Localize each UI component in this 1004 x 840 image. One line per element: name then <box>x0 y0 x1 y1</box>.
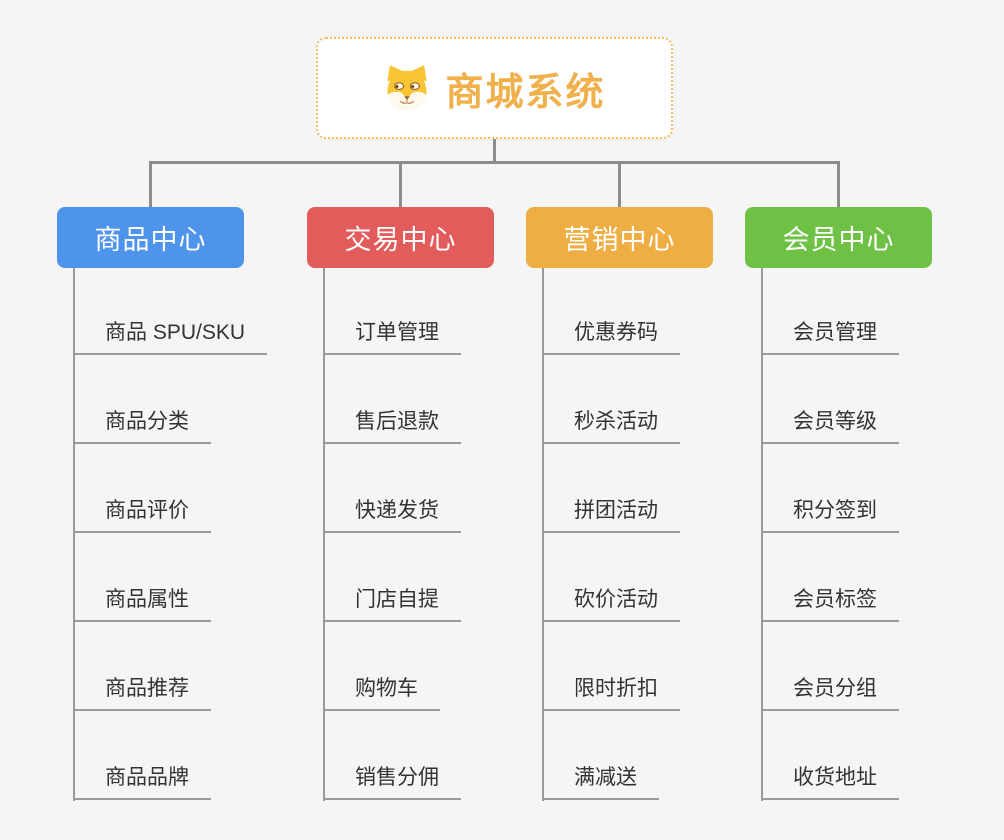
leaf-node-member-tag[interactable]: 会员标签 <box>761 533 899 622</box>
connector-drop-product <box>149 161 152 208</box>
branch-label: 营销中心 <box>563 225 676 255</box>
root-node[interactable]: 商城系统 <box>316 37 673 139</box>
leaf-node-store-pickup[interactable]: 门店自提 <box>323 533 461 622</box>
branch-node-product-center[interactable]: 商品中心 <box>57 207 244 268</box>
leaf-node-product-category[interactable]: 商品分类 <box>73 355 267 444</box>
branch-node-member-center[interactable]: 会员中心 <box>745 207 932 268</box>
branch-label: 会员中心 <box>782 225 895 255</box>
leaf-label: 购物车 <box>323 672 440 711</box>
connector-root-drop <box>493 139 496 164</box>
leaf-label: 砍价活动 <box>542 583 680 622</box>
leaf-node-aftersale-refund[interactable]: 售后退款 <box>323 355 461 444</box>
leaf-node-limited-time-discount[interactable]: 限时折扣 <box>542 622 680 711</box>
leaf-label: 收货地址 <box>761 761 899 800</box>
leaf-node-spend-and-save[interactable]: 满减送 <box>542 711 680 800</box>
leaf-label: 销售分佣 <box>323 761 461 800</box>
leaf-label: 拼团活动 <box>542 494 680 533</box>
leaf-node-product-recommend[interactable]: 商品推荐 <box>73 622 267 711</box>
connector-drop-marketing <box>618 161 621 208</box>
leaf-node-points-checkin[interactable]: 积分签到 <box>761 444 899 533</box>
leaf-column-product: 商品 SPU/SKU 商品分类 商品评价 商品属性 商品推荐 商品品牌 <box>73 266 268 800</box>
leaf-label: 商品分类 <box>73 405 211 444</box>
leaf-column-marketing: 优惠券码 秒杀活动 拼团活动 砍价活动 限时折扣 满减送 <box>542 266 680 800</box>
leaf-node-product-brand[interactable]: 商品品牌 <box>73 711 267 800</box>
leaf-node-member-management[interactable]: 会员管理 <box>761 266 899 355</box>
leaf-node-member-level[interactable]: 会员等级 <box>761 355 899 444</box>
leaf-column-trade: 订单管理 售后退款 快递发货 门店自提 购物车 销售分佣 <box>323 266 461 800</box>
leaf-node-group-buy[interactable]: 拼团活动 <box>542 444 680 533</box>
leaf-node-product-review[interactable]: 商品评价 <box>73 444 267 533</box>
leaf-node-coupon-code[interactable]: 优惠券码 <box>542 266 680 355</box>
leaf-node-product-spu-sku[interactable]: 商品 SPU/SKU <box>73 266 268 355</box>
column-spine-product <box>73 268 75 801</box>
root-title: 商城系统 <box>445 71 606 114</box>
leaf-label: 商品属性 <box>73 583 211 622</box>
leaf-label: 订单管理 <box>323 316 461 355</box>
leaf-label: 快递发货 <box>323 494 461 533</box>
leaf-node-product-attribute[interactable]: 商品属性 <box>73 533 267 622</box>
connector-horizontal <box>149 161 840 164</box>
leaf-label: 优惠券码 <box>542 316 680 355</box>
leaf-node-express-delivery[interactable]: 快递发货 <box>323 444 461 533</box>
leaf-label: 商品评价 <box>73 494 211 533</box>
leaf-node-shopping-cart[interactable]: 购物车 <box>323 622 461 711</box>
leaf-label: 商品推荐 <box>73 672 211 711</box>
leaf-label: 商品 SPU/SKU <box>73 316 268 355</box>
branch-label: 交易中心 <box>344 225 457 255</box>
leaf-label: 满减送 <box>542 761 659 800</box>
leaf-node-sales-commission[interactable]: 销售分佣 <box>323 711 461 800</box>
shiba-dog-icon <box>387 65 428 111</box>
leaf-label: 商品品牌 <box>73 761 211 800</box>
leaf-label: 秒杀活动 <box>542 405 680 444</box>
leaf-label: 会员标签 <box>761 583 899 622</box>
branch-label: 商品中心 <box>94 225 207 255</box>
leaf-column-member: 会员管理 会员等级 积分签到 会员标签 会员分组 收货地址 <box>761 266 899 800</box>
leaf-node-bargain-activity[interactable]: 砍价活动 <box>542 533 680 622</box>
leaf-node-flash-sale[interactable]: 秒杀活动 <box>542 355 680 444</box>
leaf-label: 积分签到 <box>761 494 899 533</box>
connector-drop-member <box>837 161 840 208</box>
leaf-label: 会员管理 <box>761 316 899 355</box>
leaf-label: 门店自提 <box>323 583 461 622</box>
leaf-node-member-group[interactable]: 会员分组 <box>761 622 899 711</box>
leaf-node-order-management[interactable]: 订单管理 <box>323 266 461 355</box>
leaf-node-shipping-address[interactable]: 收货地址 <box>761 711 899 800</box>
branch-node-trade-center[interactable]: 交易中心 <box>307 207 494 268</box>
branch-node-marketing-center[interactable]: 营销中心 <box>526 207 713 268</box>
leaf-label: 会员等级 <box>761 405 899 444</box>
column-spine-trade <box>323 268 325 801</box>
leaf-label: 会员分组 <box>761 672 899 711</box>
column-spine-marketing <box>542 268 544 801</box>
leaf-label: 售后退款 <box>323 405 461 444</box>
column-spine-member <box>761 268 763 801</box>
connector-drop-trade <box>399 161 402 208</box>
leaf-label: 限时折扣 <box>542 672 680 711</box>
